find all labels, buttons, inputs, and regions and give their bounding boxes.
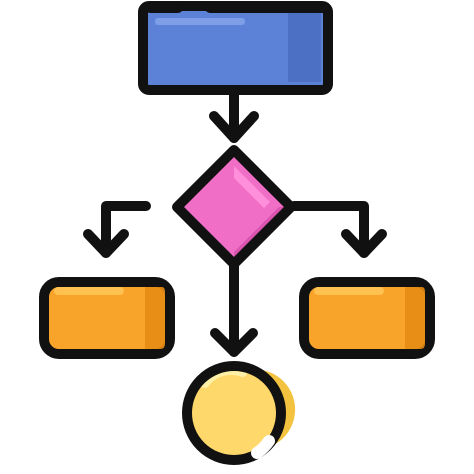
right-box-fill <box>299 277 435 359</box>
decision-diamond <box>172 145 296 269</box>
right-branch-arrow <box>289 201 387 258</box>
left-branch-arrow <box>83 201 151 258</box>
circle-outline-break <box>251 435 275 459</box>
top-to-diamond-arrow <box>209 86 259 143</box>
top-box-shade <box>288 13 321 82</box>
diamond-highlight <box>234 166 270 208</box>
end-node-circle <box>182 361 296 465</box>
circle-outline <box>182 361 286 465</box>
left-process-box <box>39 277 175 359</box>
circle-fill <box>187 366 281 460</box>
left-box-shade <box>145 287 165 349</box>
center-branch-arrow <box>210 259 258 357</box>
top-box-highlight <box>155 18 245 25</box>
right-box-shade <box>405 287 425 349</box>
left-box-fill <box>39 277 175 359</box>
start-process-box <box>138 1 333 95</box>
right-process-box <box>299 277 435 359</box>
